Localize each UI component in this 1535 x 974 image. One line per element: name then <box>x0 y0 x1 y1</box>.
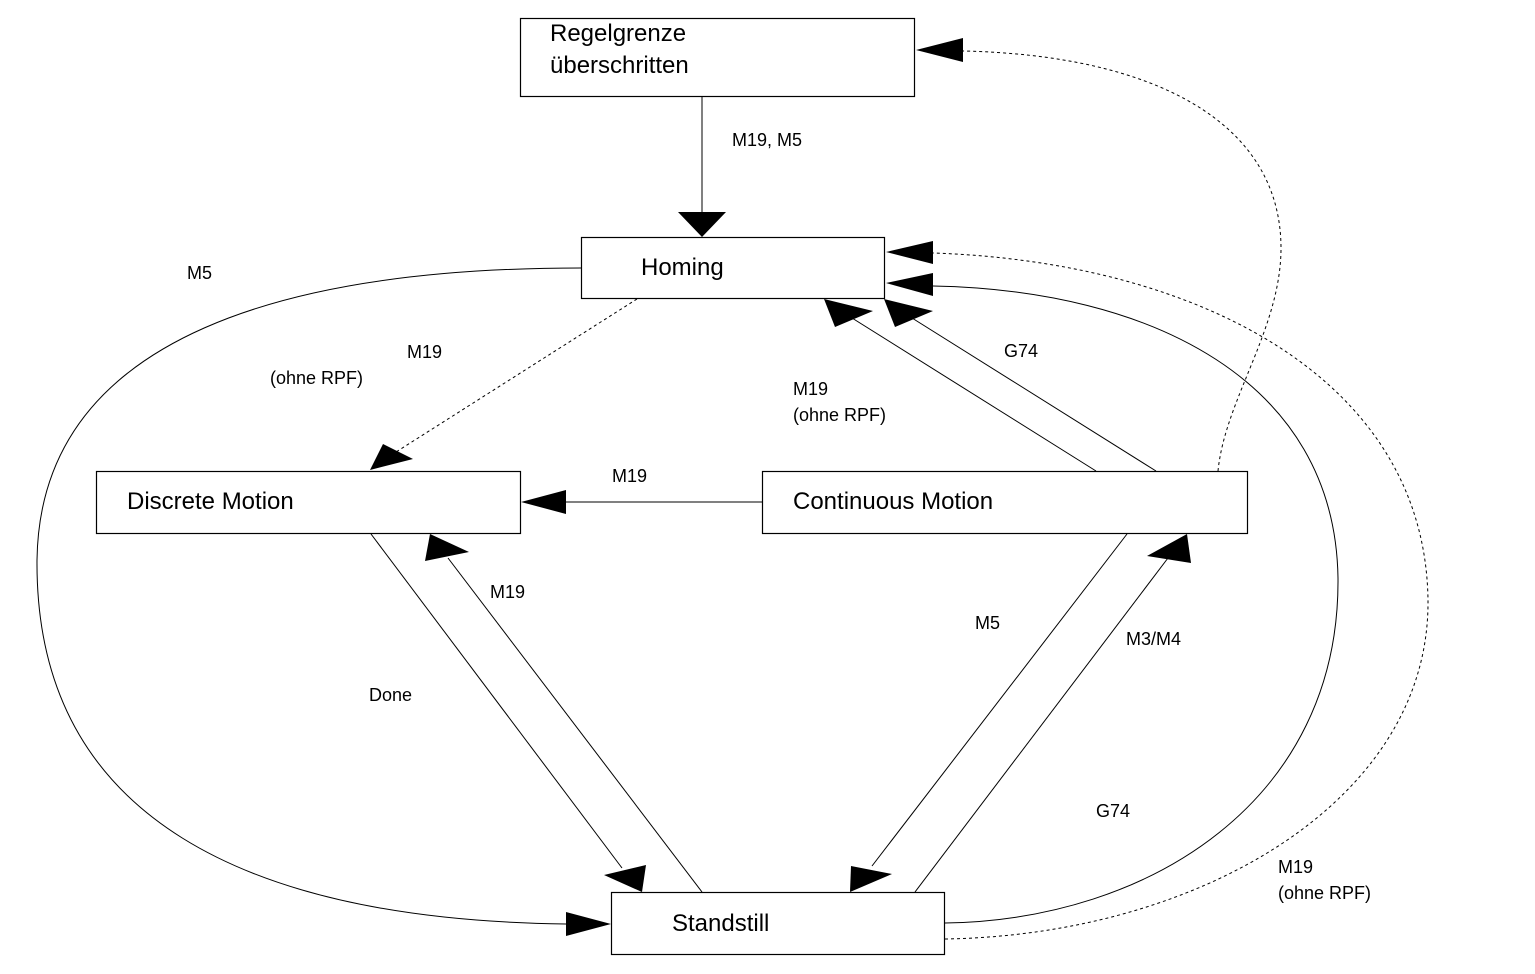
edge-label-standstill-homing-m19: M19 <box>1278 857 1313 877</box>
edge-label-continuous-homing-m19: M19 <box>793 379 828 399</box>
edge-standstill-to-homing-g74 <box>886 273 1339 924</box>
state-label: Homing <box>641 254 724 281</box>
arrowhead-icon <box>916 38 963 62</box>
edge-label-continuous-standstill: M5 <box>975 613 1000 633</box>
state-regelgrenze[interactable]: Regelgrenze überschritten <box>519 17 916 98</box>
edge-continuous-to-discrete <box>521 490 762 514</box>
arrowhead-icon <box>521 490 566 514</box>
edge-homing-to-standstill-m5 <box>36 267 611 936</box>
edge-label-standstill-homing-m19: (ohne RPF) <box>1278 883 1371 903</box>
edge-label-regel-homing: M19, M5 <box>732 130 802 150</box>
state-label: Discrete Motion <box>127 488 294 515</box>
arrowhead-icon <box>886 241 933 264</box>
arrowhead-icon <box>850 866 892 892</box>
nodes: Regelgrenze überschritten Homing Discret… <box>95 17 1249 956</box>
arrowhead-icon <box>604 865 646 892</box>
edge-discrete-to-standstill <box>370 533 646 892</box>
edge-label-standstill-homing-g74: G74 <box>1096 801 1130 821</box>
arrowhead-icon <box>566 912 611 936</box>
arrowhead-icon <box>425 534 469 561</box>
state-label: überschritten <box>550 52 689 79</box>
edges <box>36 38 1429 940</box>
state-label: Standstill <box>672 910 769 937</box>
edge-standstill-to-discrete <box>425 534 703 893</box>
edge-label-homing-standstill-m5: M5 <box>187 263 212 283</box>
state-homing[interactable]: Homing <box>580 236 886 300</box>
edge-standstill-to-homing-m19 <box>886 241 1429 940</box>
edge-continuous-to-homing-g74 <box>884 299 1157 472</box>
edge-label-continuous-homing-m19: (ohne RPF) <box>793 405 886 425</box>
edge-label-homing-discrete: (ohne RPF) <box>270 368 363 388</box>
state-standstill[interactable]: Standstill <box>610 891 946 956</box>
edge-label-continuous-homing-g74: G74 <box>1004 341 1038 361</box>
edge-label-homing-discrete: M19 <box>407 342 442 362</box>
edge-standstill-to-continuous <box>914 534 1191 893</box>
arrowhead-icon <box>1147 534 1191 563</box>
edge-continuous-to-standstill <box>850 533 1128 892</box>
arrowhead-icon <box>370 444 413 470</box>
edge-label-standstill-continuous: M3/M4 <box>1126 629 1181 649</box>
arrowhead-icon <box>884 299 933 327</box>
state-label: Continuous Motion <box>793 488 993 515</box>
edge-label-standstill-discrete: M19 <box>490 582 525 602</box>
arrowhead-icon <box>824 299 873 327</box>
edge-continuous-to-regelgrenze <box>916 38 1282 472</box>
state-label: Regelgrenze <box>550 20 686 47</box>
arrowhead-icon <box>886 273 933 296</box>
edge-labels: M19, M5 M5 M19 (ohne RPF) M19 (ohne RPF)… <box>187 130 1371 903</box>
edge-regelgrenze-to-homing <box>678 97 726 237</box>
arrowhead-icon <box>678 212 726 237</box>
edge-homing-to-discrete <box>370 298 638 470</box>
state-discrete-motion[interactable]: Discrete Motion <box>95 470 522 535</box>
state-continuous-motion[interactable]: Continuous Motion <box>761 470 1249 535</box>
edge-label-discrete-standstill: Done <box>369 685 412 705</box>
edge-label-continuous-discrete: M19 <box>612 466 647 486</box>
edge-continuous-to-homing-m19 <box>824 299 1097 472</box>
